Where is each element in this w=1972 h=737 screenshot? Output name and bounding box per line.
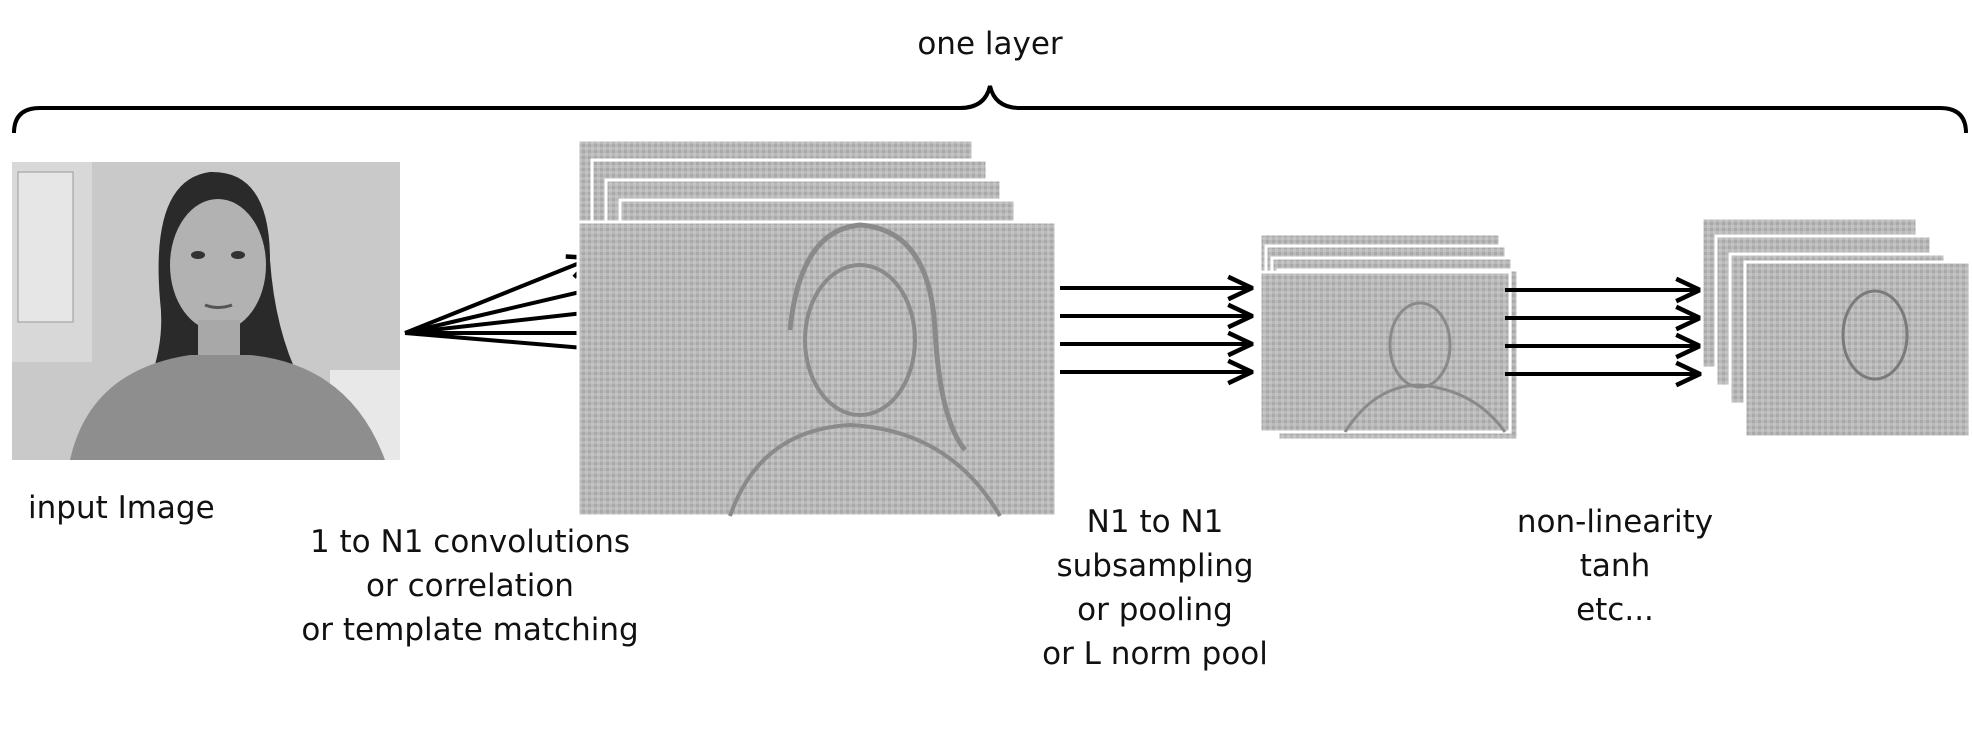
convolution-label-line: 1 to N1 convolutions — [309, 524, 631, 560]
nonlinearity-feature-maps — [1700, 216, 1972, 439]
feature-map-front — [576, 220, 1058, 518]
convolution-label-line: or template matching — [301, 612, 639, 648]
subsampling-arrows — [1060, 288, 1252, 372]
input-image — [12, 162, 400, 460]
feature-map-front — [1743, 260, 1972, 439]
pooling-label: N1 to N1 subsampling or pooling or L nor… — [1010, 500, 1300, 676]
diagram-title: one layer — [917, 26, 1063, 62]
convolution-label-line: or correlation — [366, 568, 574, 604]
nonlinearity-label: non-linearity tanh etc... — [1485, 500, 1745, 632]
nonlinearity-label-line: tanh — [1579, 548, 1651, 584]
pooled-feature-maps — [1258, 232, 1520, 442]
nonlinearity-label-line: non-linearity — [1516, 504, 1714, 540]
pooling-label-line: or pooling — [1077, 592, 1233, 628]
input-label: input Image — [28, 486, 215, 530]
input-label-line: input Image — [28, 490, 215, 526]
nonlinearity-arrows — [1505, 290, 1700, 374]
convolution-feature-maps — [576, 138, 1058, 518]
pooling-label-line: N1 to N1 — [1086, 504, 1224, 540]
feature-map-front — [1258, 270, 1512, 434]
pooling-label-line: or L norm pool — [1042, 636, 1268, 672]
convolution-label: 1 to N1 convolutions or correlation or t… — [290, 520, 650, 652]
pooling-label-line: subsampling — [1056, 548, 1254, 584]
nonlinearity-label-line: etc... — [1576, 592, 1654, 628]
layer-brace — [12, 85, 1968, 134]
